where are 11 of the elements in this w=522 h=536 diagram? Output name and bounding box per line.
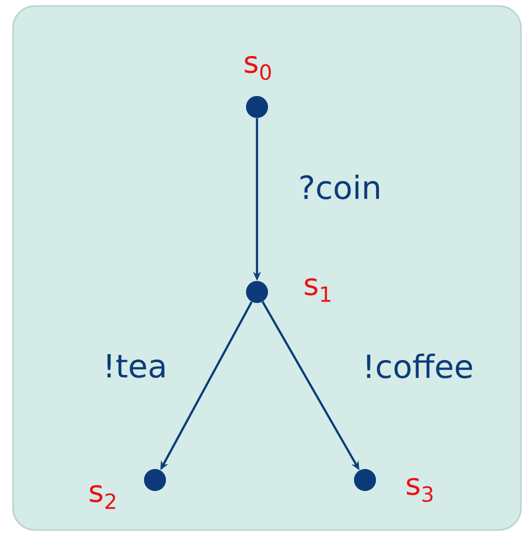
- state-dot: [144, 469, 166, 491]
- edge-label: ?coin: [297, 174, 383, 200]
- state-label: s$_{1}$: [304, 278, 330, 302]
- state-dot: [246, 281, 268, 303]
- state-label: s$_{3}$: [406, 478, 433, 502]
- edge-label: !coffee: [361, 352, 475, 380]
- state-label: s$_{0}$: [244, 56, 271, 80]
- edge-label: !tea: [102, 353, 168, 379]
- state-dot: [246, 96, 268, 118]
- state-dot: [354, 469, 376, 491]
- state-label: s$_{2}$: [90, 485, 116, 509]
